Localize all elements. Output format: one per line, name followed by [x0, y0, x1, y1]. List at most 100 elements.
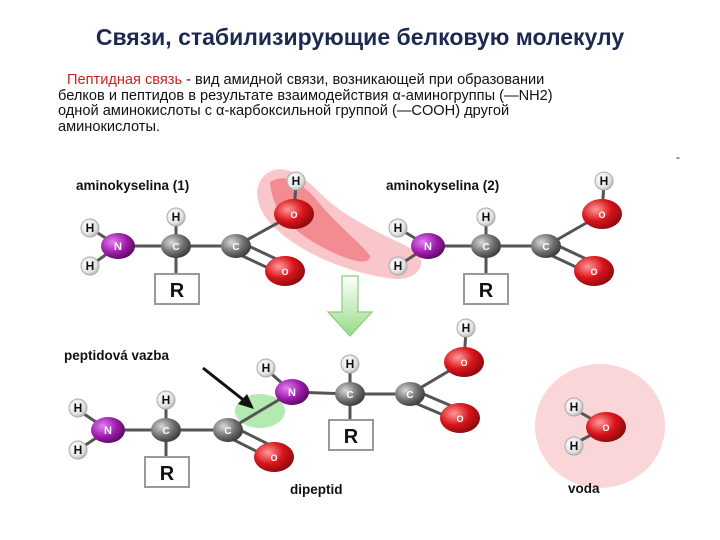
svg-text:H: H — [570, 400, 579, 414]
carbon-atom: C — [221, 234, 251, 258]
svg-text:O: O — [270, 453, 277, 463]
peptide-bond-term: Пептидная связь — [67, 72, 183, 88]
svg-text:H: H — [600, 174, 609, 188]
r-group-box-aa2: R — [463, 273, 509, 305]
svg-text:C: C — [224, 426, 231, 437]
carbon-atom: C — [161, 234, 191, 258]
oxygen-atom: O — [265, 256, 305, 286]
r-group-letter: R — [479, 280, 494, 302]
hydrogen-atom: H — [476, 207, 496, 227]
oxygen-atom: O — [574, 256, 614, 286]
hydrogen-atom: H — [340, 354, 360, 374]
hydrogen-atom: H — [564, 397, 584, 417]
hydrogen-atom: H — [68, 440, 88, 460]
peptide-bond-label: peptidová vazba — [64, 348, 170, 363]
svg-text:H: H — [394, 259, 403, 273]
hydrogen-atom: H — [256, 358, 276, 378]
reaction-arrow — [326, 275, 374, 337]
svg-text:O: O — [281, 267, 288, 277]
hydrogen-atom: H — [564, 436, 584, 456]
nitrogen-atom: N — [275, 379, 309, 405]
hydrogen-atom: H — [388, 256, 408, 276]
svg-text:C: C — [482, 242, 489, 253]
oxygen-atom: O — [440, 403, 480, 433]
carbon-atom: C — [395, 382, 425, 406]
svg-text:O: O — [456, 414, 463, 424]
hydrogen-atom: H — [388, 218, 408, 238]
hydrogen-atom: H — [166, 207, 186, 227]
svg-text:C: C — [162, 426, 169, 437]
carbon-atom: C — [335, 382, 365, 406]
svg-text:O: O — [460, 358, 467, 368]
water-molecule: H H O — [564, 397, 626, 456]
nitrogen-atom: N — [411, 233, 445, 259]
svg-text:N: N — [104, 425, 112, 437]
amino-acid-2: H H N H C C H O O — [388, 171, 622, 286]
nitrogen-atom: N — [101, 233, 135, 259]
svg-text:H: H — [172, 210, 181, 224]
carbon-atom: C — [531, 234, 561, 258]
definition-line-3: одной аминокислоты с α-карбоксильной гру… — [58, 103, 510, 119]
oxygen-atom: O — [582, 199, 622, 229]
svg-text:O: O — [590, 267, 597, 277]
svg-text:O: O — [290, 210, 297, 220]
hydrogen-atom: H — [456, 318, 476, 338]
carbon-atom: C — [471, 234, 501, 258]
hydrogen-atom: H — [286, 171, 306, 191]
svg-text:H: H — [346, 357, 355, 371]
hydrogen-atom: H — [156, 390, 176, 410]
r-group-letter: R — [170, 280, 185, 302]
svg-text:C: C — [346, 390, 353, 401]
amino-acid-2-label: aminokyselina (2) — [386, 178, 499, 193]
svg-text:H: H — [292, 174, 301, 188]
definition-line-1: Пептидная связь - вид амидной связи, воз… — [58, 72, 698, 89]
hydrogen-atom: H — [594, 171, 614, 191]
svg-text:O: O — [602, 423, 609, 433]
svg-text:C: C — [232, 242, 239, 253]
svg-text:H: H — [570, 439, 579, 453]
stray-dash: - — [676, 150, 680, 164]
oxygen-atom: O — [586, 412, 626, 442]
svg-text:H: H — [86, 259, 95, 273]
svg-text:H: H — [74, 443, 83, 457]
definition-paragraph: Пептидная связь - вид амидной связи, воз… — [58, 72, 698, 135]
amino-acid-1: H H N H C C H O O — [80, 171, 314, 286]
carbon-atom: C — [213, 418, 243, 442]
svg-text:H: H — [162, 393, 171, 407]
peptide-bond-pointer-icon — [202, 366, 247, 404]
r-group-box-dipeptide-2: R — [328, 419, 374, 451]
water-label: voda — [568, 481, 600, 496]
carbon-atom: C — [151, 418, 181, 442]
svg-text:N: N — [288, 387, 296, 399]
page-title: Связи, стабилизирующие белковую молекулу — [95, 24, 625, 50]
r-group-box-dipeptide-1: R — [144, 456, 190, 488]
pointer-arrowhead-icon — [238, 394, 254, 409]
definition-line-4: аминокислоты. — [58, 118, 161, 135]
svg-text:C: C — [542, 242, 549, 253]
svg-text:H: H — [74, 401, 83, 415]
svg-text:H: H — [462, 321, 471, 335]
amino-acid-1-label: aminokyselina (1) — [76, 178, 189, 193]
r-group-letter: R — [344, 426, 359, 448]
dipeptide-label: dipeptid — [290, 482, 343, 497]
oxygen-atom: O — [254, 442, 294, 472]
definition-line-1-text: - вид амидной связи, возникающей при обр… — [182, 72, 545, 88]
svg-text:H: H — [86, 221, 95, 235]
svg-text:H: H — [262, 361, 271, 375]
r-group-box-aa1: R — [154, 273, 200, 305]
hydrogen-atom: H — [80, 256, 100, 276]
r-group-letter: R — [160, 463, 175, 485]
svg-text:O: O — [598, 210, 605, 220]
hydrogen-atom: H — [80, 218, 100, 238]
svg-text:C: C — [406, 390, 413, 401]
oxygen-atom: O — [274, 199, 314, 229]
definition-line-2: белков и пептидов в результате взаимодей… — [58, 87, 553, 104]
svg-text:H: H — [482, 210, 491, 224]
svg-text:C: C — [172, 242, 179, 253]
svg-text:N: N — [114, 241, 122, 253]
oxygen-atom: O — [444, 347, 484, 377]
dipeptide-molecule: H H N H C C O H N H C C H O O — [68, 318, 484, 472]
svg-text:H: H — [394, 221, 403, 235]
nitrogen-atom: N — [91, 417, 125, 443]
